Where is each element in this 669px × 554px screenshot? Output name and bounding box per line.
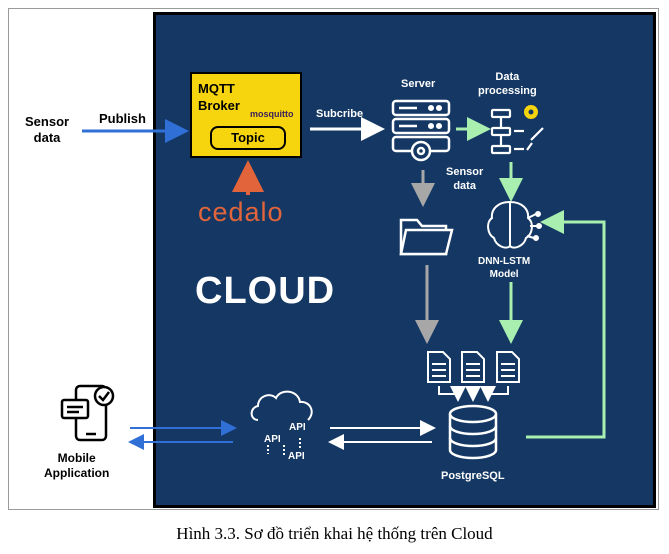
database-icon	[448, 404, 498, 460]
cloud-title: CLOUD	[195, 270, 336, 312]
dnn-lstm-label: DNN-LSTM Model	[478, 256, 531, 280]
api-label-2: API	[264, 434, 281, 445]
postgresql-label: PostgreSQL	[441, 470, 505, 482]
topic-box: Topic	[210, 126, 286, 150]
api-cloud-icon	[250, 390, 313, 457]
api-label-3: API	[288, 451, 305, 462]
db-to-model-feedback-arrow	[526, 210, 606, 439]
sensor-data-label: Sensor data	[25, 114, 70, 145]
folder-icon	[399, 218, 454, 256]
mqtt-broker-box: MQTT Broker mosquitto Topic	[190, 72, 302, 158]
docs-to-db-arrow-3	[480, 386, 509, 402]
document-icon-1	[427, 351, 451, 383]
mobile-phone-icon	[60, 384, 115, 442]
figure-caption: Hình 3.3. Sơ đồ triển khai hệ thống trên…	[176, 524, 493, 543]
document-icon-2	[461, 351, 485, 383]
data-processing-icon	[490, 108, 544, 155]
sensor-data-inner-label: Sensor data	[446, 166, 484, 192]
gear-hole	[528, 109, 534, 115]
cedalo-logo: cedalo	[198, 197, 284, 227]
mosquitto-label: mosquitto	[250, 109, 294, 119]
document-icons	[427, 351, 520, 383]
document-icon-3	[496, 351, 520, 383]
publish-label: Publish	[99, 111, 146, 126]
docs-to-db-arrow-1	[438, 386, 466, 402]
mqtt-broker-label: MQTT Broker	[198, 81, 240, 113]
ai-brain-icon	[487, 200, 542, 249]
subscribe-label: Subcribe	[316, 108, 364, 120]
server-label: Server	[401, 78, 436, 90]
server-icon	[391, 99, 451, 162]
data-processing-label: Data processing	[478, 71, 537, 97]
mobile-application-label: Mobile Application	[44, 451, 110, 480]
api-label-1: API	[289, 422, 306, 433]
